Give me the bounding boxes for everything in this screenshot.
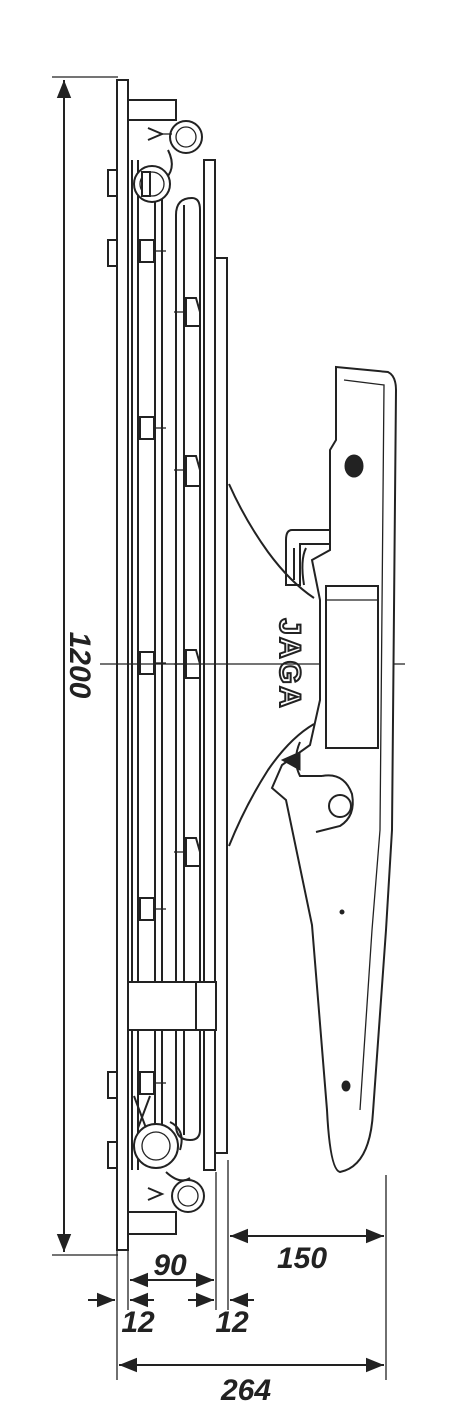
wall-studs <box>107 169 118 1169</box>
mounting-bracket <box>228 365 398 1174</box>
height-dimension: 1200 <box>52 76 118 1256</box>
bracket-slider <box>325 585 379 749</box>
clip-left-3 <box>139 651 166 675</box>
clip-left-5 <box>139 1071 166 1095</box>
latch-knob <box>328 794 352 818</box>
tube-clips <box>139 239 201 1095</box>
clip-left-4 <box>139 897 166 921</box>
radiator-depth-label: 90 <box>153 1249 187 1282</box>
height-label: 1200 <box>63 632 96 699</box>
left-gap-label: 12 <box>121 1306 155 1339</box>
radiator-body <box>116 79 228 1251</box>
bottom-dimensions: 150 90 12 12 264 <box>88 1160 387 1407</box>
clip-right-1 <box>174 297 201 327</box>
top-connection <box>133 120 203 203</box>
bracket-depth-label: 150 <box>277 1242 327 1275</box>
clip-right-2 <box>174 455 201 487</box>
bottom-connection <box>133 1095 205 1213</box>
bracket-hole <box>344 454 364 478</box>
total-depth-label: 264 <box>220 1374 271 1407</box>
right-gap-label: 12 <box>215 1306 249 1339</box>
clip-left-2 <box>139 416 166 440</box>
brand-logo: JAGA <box>273 618 306 709</box>
clip-left-1 <box>139 239 166 263</box>
clip-right-4 <box>174 837 201 867</box>
